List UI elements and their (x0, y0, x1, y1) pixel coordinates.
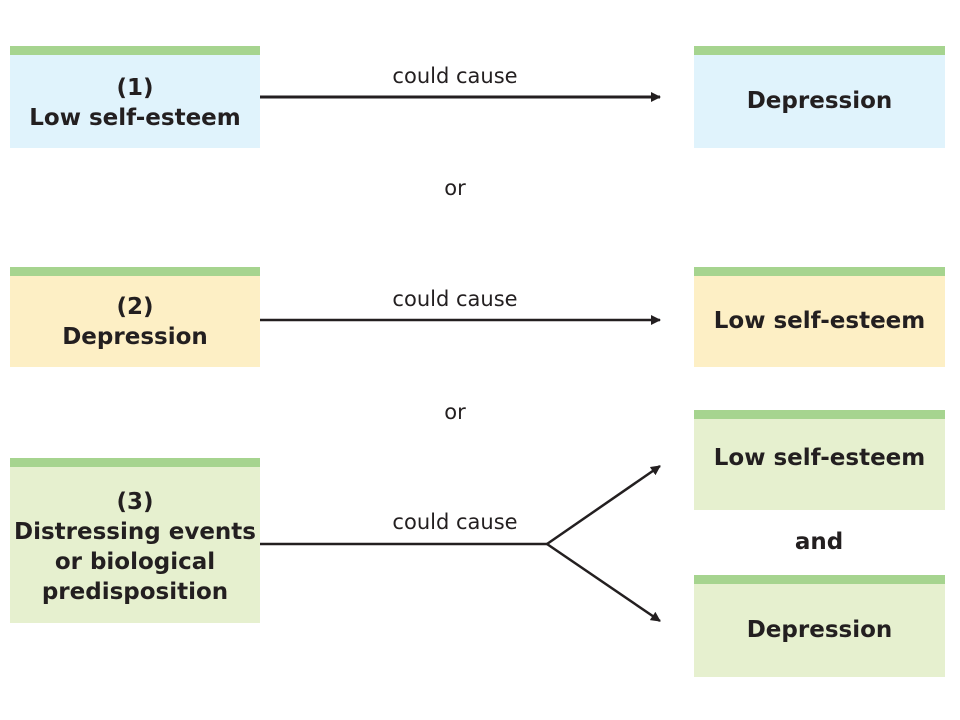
row3-target-bottom-label: Depression (746, 617, 893, 643)
row3-target-bottom-box: Depression (694, 575, 945, 677)
box-top-bar (10, 458, 260, 467)
or-connector-2: or (444, 400, 466, 424)
arrow-row3-up (546, 464, 661, 546)
row2-target-label: Low self-esteem (713, 308, 926, 334)
box-top-bar (694, 410, 945, 419)
row1-target-box: Depression (694, 46, 945, 148)
arrow-row3-down (546, 542, 661, 623)
row1-source-box: (1) Low self-esteem (10, 46, 260, 148)
row1-target-label: Depression (746, 88, 893, 114)
row3-source-box: (3) Distressing events or biological pre… (10, 458, 260, 623)
box-top-bar (694, 46, 945, 55)
row3-source-number: (3) (116, 488, 154, 515)
row2-source-box: (2) Depression (10, 267, 260, 367)
and-connector: and (794, 529, 844, 555)
box-top-bar (694, 575, 945, 584)
row1-source-number: (1) (116, 75, 154, 101)
row3-source-label-line1: Distressing events (14, 518, 256, 545)
row3-relation-label: could cause (392, 510, 518, 534)
row3-source-label-line3: predisposition (41, 578, 229, 605)
row1-relation-label: could cause (392, 64, 518, 88)
row3-source-label-line2: or biological (54, 548, 216, 575)
row2-target-box: Low self-esteem (694, 267, 945, 367)
box-top-bar (10, 267, 260, 276)
row2-relation-label: could cause (392, 287, 518, 311)
box-top-bar (694, 267, 945, 276)
row1-source-label: Low self-esteem (29, 105, 241, 131)
or-connector-1: or (444, 176, 466, 200)
row2-source-number: (2) (116, 294, 154, 320)
row3-target-top-label: Low self-esteem (713, 445, 926, 471)
row3-target-top-box: Low self-esteem (694, 410, 945, 510)
row2-source-label: Depression (62, 324, 208, 350)
box-top-bar (10, 46, 260, 55)
